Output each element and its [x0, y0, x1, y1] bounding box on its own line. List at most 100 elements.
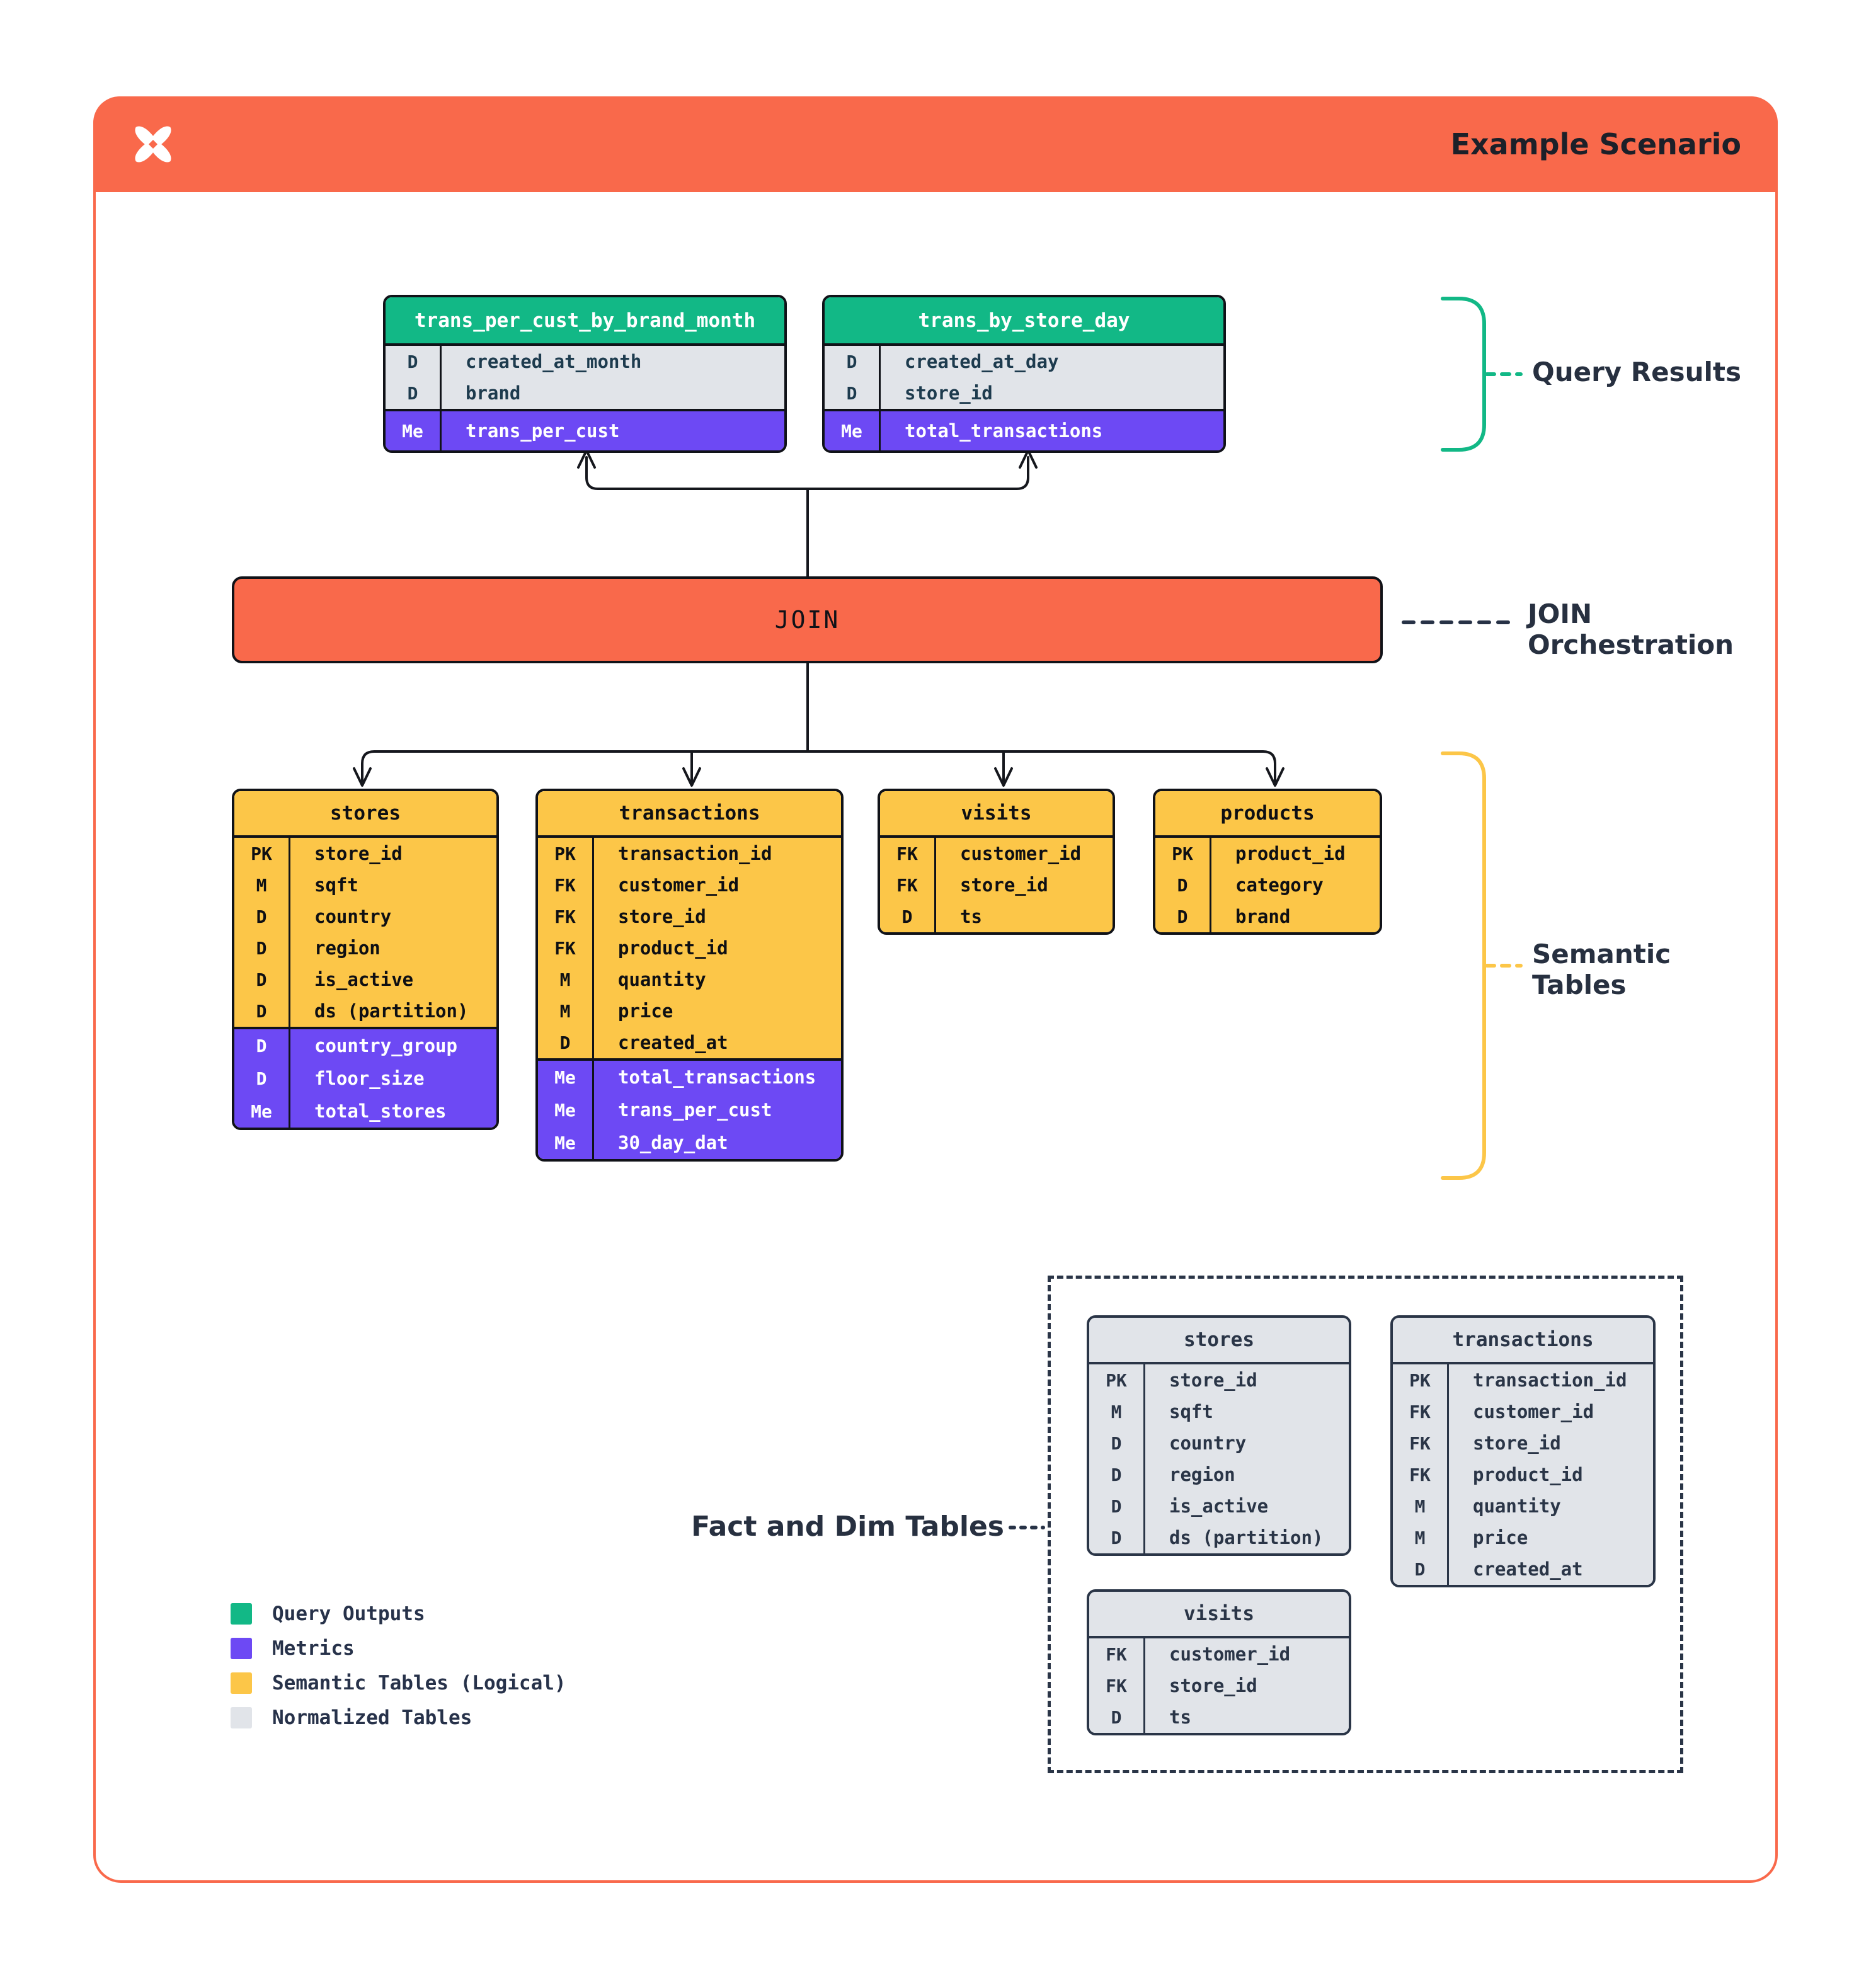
row-badge: M: [1393, 1490, 1449, 1522]
table-row: D region: [1089, 1459, 1349, 1490]
legend-item-query-outputs: Query Outputs: [231, 1601, 425, 1626]
row-field-name: total_stores: [314, 1100, 447, 1122]
card-header: Example Scenario: [93, 96, 1778, 192]
table-row: FK store_id: [1393, 1427, 1653, 1459]
legend-item-normalized-tables: Normalized Tables: [231, 1705, 472, 1730]
row-field-name: store_id: [960, 874, 1048, 896]
card-title: Example Scenario: [1450, 127, 1741, 161]
normalized-table-stores: stores PK store_id M sqft D country D re…: [1087, 1315, 1351, 1556]
row-field-name: store_id: [1473, 1432, 1561, 1454]
table-row: D country: [1089, 1427, 1349, 1459]
table-row: M price: [538, 995, 841, 1027]
row-badge: D: [1089, 1522, 1145, 1553]
semantic-tables-label-line1: Semantic: [1532, 939, 1671, 969]
row-field-name: ts: [960, 906, 982, 927]
table-row: D region: [234, 932, 496, 964]
table-row: D ts: [880, 901, 1113, 932]
row-field-name: total_transactions: [905, 420, 1103, 442]
row-field-name: store_id: [1169, 1369, 1257, 1391]
row-field-name: region: [314, 937, 380, 959]
query-result-table-trans-by-store-day: trans_by_store_day D created_at_day D st…: [822, 295, 1226, 453]
table-row: D brand: [1155, 901, 1380, 932]
row-field-name: sqft: [314, 874, 358, 896]
table-row: D is_active: [234, 964, 496, 995]
join-orchestration-bar: JOIN: [232, 576, 1383, 663]
row-badge: D: [880, 901, 936, 932]
row-field-name: country_group: [314, 1035, 457, 1056]
table-row: M quantity: [1393, 1490, 1653, 1522]
table-row: FK product_id: [538, 932, 841, 964]
row-badge: PK: [538, 838, 594, 869]
row-badge: PK: [234, 838, 290, 869]
table-row: D country_group: [234, 1029, 496, 1062]
legend-label: Normalized Tables: [272, 1706, 472, 1729]
row-field-name: country: [1169, 1432, 1247, 1454]
column-rows: PK product_id D category D brand: [1155, 838, 1380, 932]
row-badge: M: [234, 869, 290, 901]
row-badge: FK: [1393, 1396, 1449, 1427]
table-row: FK customer_id: [1089, 1638, 1349, 1670]
table-row: FK store_id: [880, 869, 1113, 901]
row-badge: D: [1089, 1490, 1145, 1522]
row-field-name: customer_id: [1473, 1401, 1594, 1422]
row-field-name: ts: [1169, 1706, 1191, 1728]
row-field-name: product_id: [1235, 843, 1346, 864]
query-results-label: Query Results: [1532, 357, 1742, 387]
table-title: visits: [1089, 1592, 1349, 1638]
table-row: FK customer_id: [1393, 1396, 1653, 1427]
metric-rows: Me total_transactions Me trans_per_cust …: [538, 1058, 841, 1159]
row-badge: FK: [1393, 1459, 1449, 1490]
row-badge: D: [386, 377, 442, 409]
table-row: PK transaction_id: [1393, 1364, 1653, 1396]
row-badge: D: [234, 1029, 290, 1062]
row-badge: Me: [538, 1126, 594, 1159]
row-badge: Me: [386, 411, 442, 450]
row-field-name: ds (partition): [1169, 1527, 1324, 1548]
semantic-tables-label-line2: Tables: [1532, 969, 1627, 1000]
table-row: D country: [234, 901, 496, 932]
metric-rows: D country_group D floor_size Me total_st…: [234, 1027, 496, 1128]
table-row: M sqft: [1089, 1396, 1349, 1427]
table-row: PK store_id: [234, 838, 496, 869]
table-row: Me total_transactions: [825, 411, 1223, 450]
fact-dim-tables-label: Fact and Dim Tables: [691, 1511, 1004, 1543]
semantic-table-visits: visits FK customer_id FK store_id D ts: [878, 789, 1115, 935]
row-badge: Me: [234, 1095, 290, 1128]
table-title: transactions: [1393, 1318, 1653, 1364]
row-badge: D: [825, 346, 881, 377]
table-row: D ds (partition): [1089, 1522, 1349, 1553]
table-row: M price: [1393, 1522, 1653, 1553]
row-badge: FK: [880, 869, 936, 901]
semantic-table-transactions: transactions PK transaction_id FK custom…: [535, 789, 844, 1162]
row-field-name: created_at_day: [905, 351, 1059, 372]
table-title: trans_by_store_day: [825, 297, 1223, 346]
table-row: PK store_id: [1089, 1364, 1349, 1396]
table-row: FK customer_id: [880, 838, 1113, 869]
row-field-name: quantity: [618, 969, 706, 990]
query-result-table-trans-per-cust-by-brand-month: trans_per_cust_by_brand_month D created_…: [383, 295, 787, 453]
dimension-rows: D created_at_month D brand: [386, 346, 784, 409]
row-badge: D: [538, 1027, 594, 1058]
table-title: stores: [1089, 1318, 1349, 1364]
column-rows: FK customer_id FK store_id D ts: [880, 838, 1113, 932]
row-field-name: store_id: [314, 843, 403, 864]
table-row: D store_id: [825, 377, 1223, 409]
table-row: Me total_transactions: [538, 1061, 841, 1094]
row-badge: D: [1393, 1553, 1449, 1585]
pinwheel-x-logo-icon: [135, 126, 171, 163]
row-badge: PK: [1155, 838, 1211, 869]
row-field-name: transaction_id: [1473, 1369, 1627, 1391]
table-title: stores: [234, 791, 496, 838]
table-row: D ts: [1089, 1701, 1349, 1733]
join-orchestration-label-line1: JOIN: [1528, 598, 1593, 629]
row-badge: D: [234, 932, 290, 964]
dimension-rows: D created_at_day D store_id: [825, 346, 1223, 409]
table-row: Me trans_per_cust: [386, 411, 784, 450]
row-badge: Me: [825, 411, 881, 450]
table-row: PK product_id: [1155, 838, 1380, 869]
semantic-tables-label: Semantic Tables: [1532, 939, 1671, 1000]
legend-item-metrics: Metrics: [231, 1636, 355, 1661]
row-badge: M: [538, 964, 594, 995]
row-field-name: country: [314, 906, 392, 927]
row-badge: D: [1089, 1427, 1145, 1459]
